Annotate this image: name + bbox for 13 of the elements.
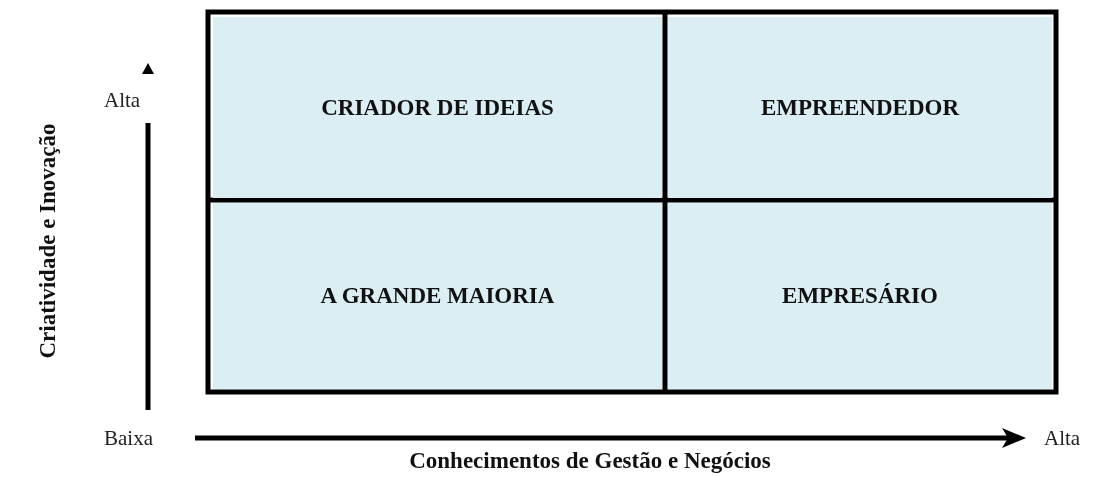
axis-title: Criatividade e Inovação xyxy=(35,122,61,361)
quadrant-label: A GRANDE MAIORIA xyxy=(320,283,555,309)
quadrant-cell xyxy=(213,17,662,198)
quadrant-cell xyxy=(668,17,1052,198)
quadrant-label: CRIADOR DE IDEIAS xyxy=(321,94,554,121)
quadrant-cell xyxy=(668,203,1052,389)
quadrant-cell xyxy=(213,203,662,389)
axis-title: Conhecimentos de Gestão e Negócios xyxy=(408,448,772,474)
quadrant-label: EMPREENDEDOR xyxy=(760,94,960,121)
axis-value: Alta xyxy=(104,88,141,113)
axis-value: Alta xyxy=(1044,426,1081,451)
quadrant-label: EMPRESÁRIO xyxy=(782,283,938,309)
axis-value: Baixa xyxy=(104,426,153,451)
